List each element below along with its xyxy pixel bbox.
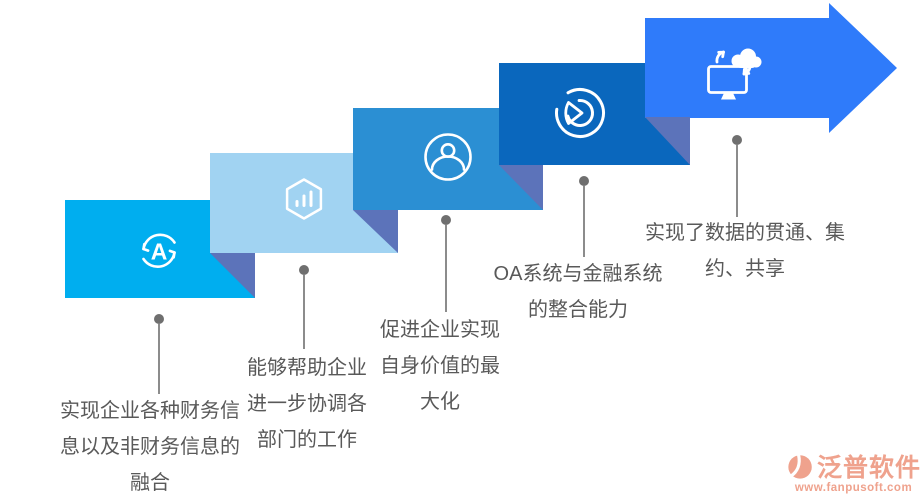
caption-line: 部门的工作 [257, 429, 357, 451]
connector-1 [153, 314, 165, 394]
caption-line: 融合 [130, 472, 170, 494]
connector-line [736, 145, 738, 217]
user-icon [424, 133, 472, 181]
sync-letter: A [151, 239, 168, 265]
fanpu-logo-icon [788, 453, 812, 479]
step-caption-1: 实现企业各种财务信 息以及非财务信息的 融合 [40, 393, 260, 501]
sync-a-icon: A [142, 233, 176, 268]
caption-line: 能够帮助企业 [247, 357, 367, 379]
step-caption-5: 实现了数据的贯通、集 约、共享 [635, 215, 855, 287]
connector-line [445, 225, 447, 312]
computer-cloud-icon [707, 48, 762, 100]
connector-line [583, 186, 585, 257]
pie-chart-icon [555, 87, 605, 138]
caption-line: 实现了数据的贯通、集 [645, 222, 845, 244]
connector-2 [298, 265, 310, 349]
connector-dot [299, 265, 309, 275]
caption-line: 自身价值的最 [380, 355, 500, 377]
caption-line: 的整合能力 [528, 299, 628, 321]
caption-line: 实现企业各种财务信 [60, 400, 240, 422]
caption-line: OA系统与金融系统 [493, 263, 663, 285]
caption-line: 进一步协调各 [247, 393, 367, 415]
connector-dot [732, 135, 742, 145]
watermark: 泛普软件 www.fanpusoft.com [786, 448, 920, 494]
watermark-url: www.fanpusoft.com [794, 482, 913, 494]
flow-arrow [645, 3, 897, 133]
caption-line: 息以及非财务信息的 [60, 436, 240, 458]
connector-5 [731, 135, 743, 217]
caption-line: 促进企业实现 [380, 319, 500, 341]
hexagon-chart-icon [285, 178, 323, 220]
step-caption-2: 能够帮助企业 进一步协调各 部门的工作 [197, 350, 417, 458]
connector-3 [440, 215, 452, 312]
connector-4 [578, 176, 590, 257]
caption-line: 大化 [420, 391, 460, 413]
connector-dot [441, 215, 451, 225]
step-caption-4: OA系统与金融系统 的整合能力 [468, 256, 688, 328]
watermark-brand: 泛普软件 [817, 454, 920, 482]
connector-dot [154, 314, 164, 324]
step-caption-3: 促进企业实现 自身价值的最 大化 [330, 312, 550, 420]
connector-line [158, 324, 160, 394]
connector-dot [579, 176, 589, 186]
caption-line: 约、共享 [705, 258, 785, 280]
connector-line [303, 275, 305, 349]
